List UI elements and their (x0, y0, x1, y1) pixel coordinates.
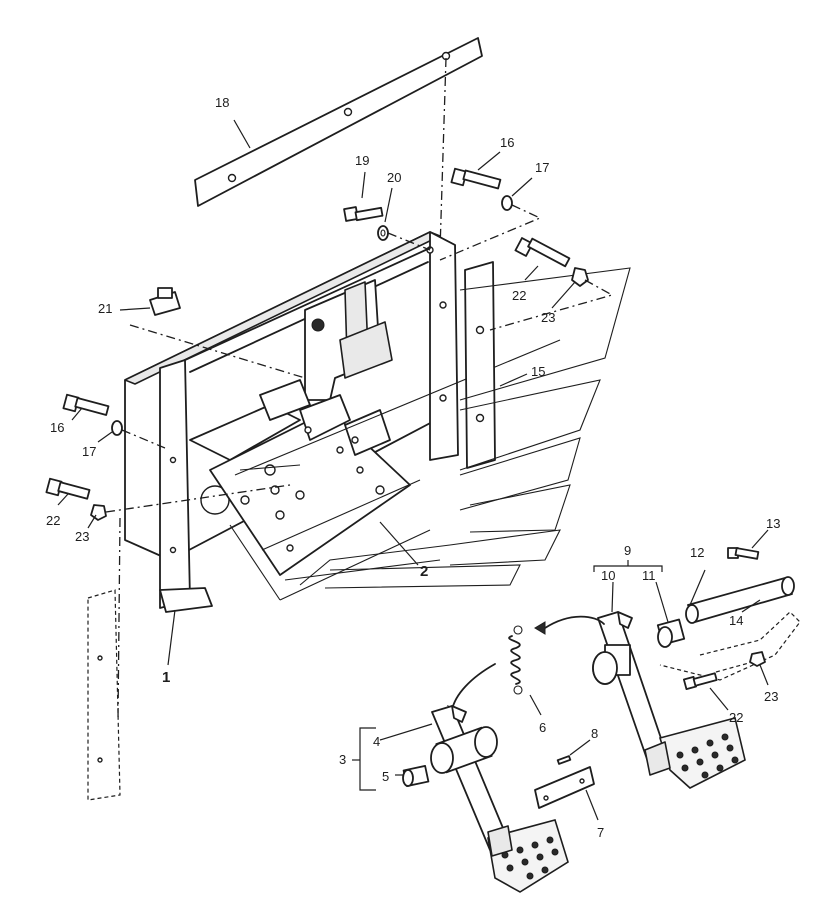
callout-4: 4 (373, 734, 380, 749)
part-22-bolt-upper (514, 237, 571, 268)
part-18-strap (194, 37, 483, 251)
phantom-bracket (87, 517, 121, 801)
callout-7: 7 (597, 825, 604, 840)
callout-5: 5 (382, 769, 389, 784)
callout-17-left: 17 (82, 444, 96, 459)
callout-23-upper: 23 (541, 310, 555, 325)
callout-3: 3 (339, 752, 346, 767)
part-21-fitting (129, 287, 306, 379)
callout-13: 13 (766, 516, 780, 531)
callout-22-right: 22 (729, 710, 743, 725)
callout-1: 1 (162, 669, 170, 686)
part-20-washer (377, 225, 431, 251)
callout-14: 14 (729, 613, 743, 628)
callout-2: 2 (420, 563, 428, 580)
part-19-bolt (343, 206, 384, 222)
part-16-bolt-left (62, 393, 110, 416)
callout-16-upper: 16 (500, 135, 514, 150)
part-22-bolt-right (682, 659, 761, 691)
part-13-bolt (727, 547, 760, 560)
part-8-pin (556, 755, 572, 765)
callout-19: 19 (355, 153, 369, 168)
part-6-spring (447, 615, 605, 718)
callout-8: 8 (591, 726, 598, 741)
callout-22-upper: 22 (512, 288, 526, 303)
part-14-phantom (659, 611, 801, 681)
louver-panel (284, 267, 631, 589)
part-17-washer-left (111, 420, 166, 449)
part-5-bushing (402, 764, 430, 788)
callout-15: 15 (531, 364, 545, 379)
callout-6: 6 (539, 720, 546, 735)
callout-11: 11 (642, 568, 656, 583)
callout-20: 20 (387, 170, 401, 185)
part-23-nut-right (749, 651, 766, 667)
part-7-plate (534, 766, 595, 809)
part-17-washer-upper (439, 195, 542, 261)
part-16-bolt-upper (450, 167, 502, 190)
callout-12: 12 (690, 545, 704, 560)
part-1-frame (124, 231, 561, 613)
part-23-nut-upper (489, 267, 614, 331)
callout-10: 10 (601, 568, 615, 583)
callout-23-right: 23 (764, 689, 778, 704)
callout-9: 9 (624, 543, 631, 558)
callout-labels: 1 2 3 4 5 6 7 8 9 10 11 12 13 14 15 16 1… (46, 95, 780, 840)
callout-22-left: 22 (46, 513, 60, 528)
part-12-shaft (685, 576, 795, 624)
part-11-bushing (656, 618, 686, 648)
part-3-left-pedal (430, 705, 569, 893)
part-15-side-strip (464, 261, 496, 469)
callout-16-left: 16 (50, 420, 64, 435)
callout-23-left: 23 (75, 529, 89, 544)
callout-17-upper: 17 (535, 160, 549, 175)
callout-21: 21 (98, 301, 112, 316)
part-22-bolt-left (45, 477, 91, 500)
callout-18: 18 (215, 95, 229, 110)
part-9-right-pedal (592, 611, 746, 789)
leader-lines (57, 119, 769, 821)
